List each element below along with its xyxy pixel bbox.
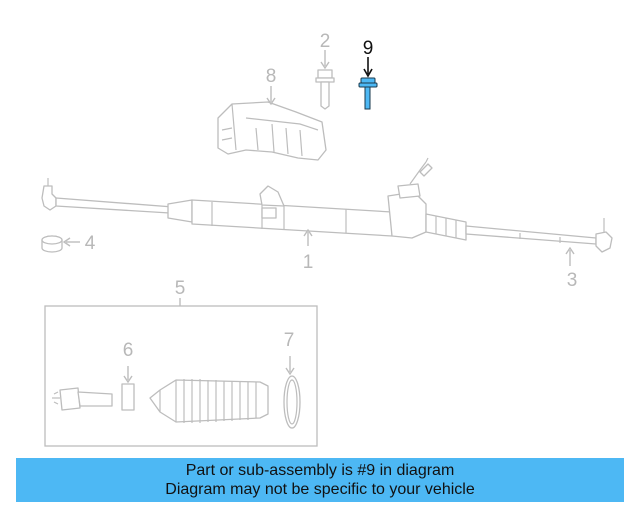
part-8-bracket[interactable]	[217, 101, 327, 161]
callout-7-label: 7	[284, 330, 295, 351]
part-6-clamp[interactable]	[121, 383, 135, 411]
callout-9: 9	[363, 38, 374, 78]
part-5-boot[interactable]	[149, 379, 269, 423]
callout-8: 8	[266, 66, 277, 106]
callout-4-label: 4	[85, 233, 96, 254]
part-1-steering-gear[interactable]	[41, 157, 613, 253]
callout-6-label: 6	[123, 340, 134, 361]
callout-2-label: 2	[320, 31, 331, 52]
banner-disclaimer-line: Diagram may not be specific to your vehi…	[165, 481, 475, 498]
callout-6: 6	[123, 340, 134, 384]
part-7-ring[interactable]	[283, 375, 301, 429]
part-9-bolt-highlighted[interactable]	[358, 77, 378, 110]
callout-8-label: 8	[266, 66, 277, 87]
callout-5-label: 5	[175, 278, 186, 299]
callout-5: 5	[175, 278, 186, 306]
callout-3-label: 3	[567, 270, 578, 291]
part-4-bushing[interactable]	[41, 235, 63, 253]
callout-4: 4	[62, 233, 96, 254]
part-5-tie-rod-end[interactable]	[52, 387, 113, 411]
callout-9-label: 9	[363, 38, 374, 59]
part-5-kit-box[interactable]	[44, 305, 318, 447]
callout-1: 1	[303, 228, 314, 273]
banner-part-line: Part or sub-assembly is #9 in diagram	[185, 462, 455, 479]
callout-1-label: 1	[303, 252, 314, 273]
info-banner: Part or sub-assembly is #9 in diagram Di…	[16, 458, 624, 502]
callout-2: 2	[320, 31, 331, 70]
callout-7: 7	[284, 330, 295, 376]
callout-3: 3	[565, 246, 578, 291]
part-2-bolt[interactable]	[315, 69, 335, 110]
